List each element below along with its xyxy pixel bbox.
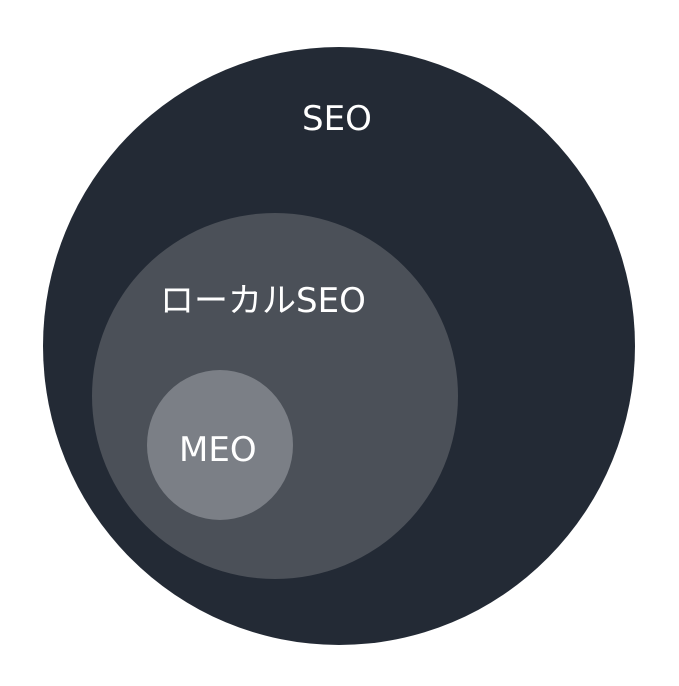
meo-circle xyxy=(147,370,293,520)
meo-label: MEO xyxy=(179,430,257,470)
seo-label: SEO xyxy=(302,99,372,139)
local-seo-label: ローカルSEO xyxy=(160,281,366,321)
